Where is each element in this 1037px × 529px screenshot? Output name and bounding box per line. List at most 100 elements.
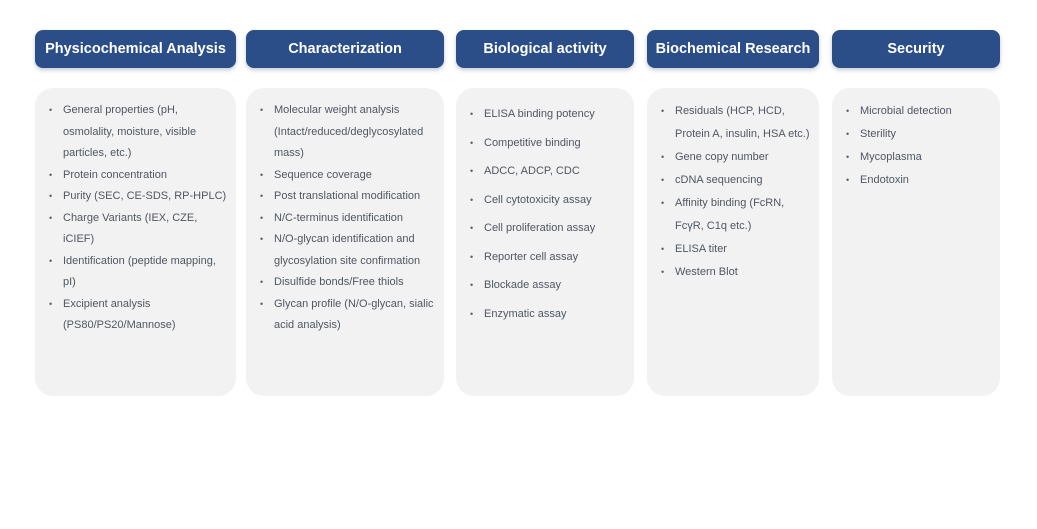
list-item: •Cell cytotoxicity assay <box>456 186 626 215</box>
item-list: • General properties (pH, osmolality, moi… <box>35 100 228 337</box>
column-header: Biological activity <box>456 30 634 68</box>
list-item: • Blockade assay <box>456 271 626 300</box>
list-item: • Disulfide bonds/Free thiols <box>246 272 436 294</box>
list-item: • ELISA binding potency <box>456 100 626 129</box>
list-item-text: Residuals (HCP, HCD, Protein A, insulin,… <box>675 105 810 140</box>
column-title: Physicochemical Analysis <box>45 41 226 57</box>
bullet-icon: • <box>846 106 850 116</box>
bullet-icon: • <box>470 109 474 119</box>
column-title: Biochemical Research <box>655 41 811 57</box>
bullet-icon: • <box>470 280 474 290</box>
list-item-text: Cell proliferation assay <box>484 222 596 234</box>
bullet-icon: • <box>470 251 474 262</box>
bullet-icon: • <box>49 255 53 266</box>
list-item-text: Protein concentration <box>63 168 167 181</box>
column-title: Biological activity <box>483 41 607 57</box>
list-item-text: ELISA titer <box>675 243 727 255</box>
list-item-text: Affinity binding (FcRN, FcγR, C1q etc.) <box>675 197 785 232</box>
column-body: • Residuals (HCP, HCD, Protein A, insulin… <box>647 88 819 396</box>
list-item-text: N/O-glycan identification and glycosylat… <box>274 233 421 267</box>
bullet-icon: • <box>846 129 850 139</box>
bullet-icon: • <box>470 166 474 176</box>
list-item: •Protein concentration <box>35 165 228 187</box>
bullet-icon: • <box>49 191 53 201</box>
list-item: • Mycoplasma <box>832 146 992 169</box>
bullet-icon: • <box>260 234 264 244</box>
item-list: • Residuals (HCP, HCD, Protein A, insulin… <box>647 100 811 284</box>
list-item: • General properties (pH, osmolality, moi… <box>35 100 228 165</box>
list-item-text: Post translational modification <box>274 190 421 202</box>
list-item: • Sterility <box>832 123 992 146</box>
list-item-text: Western Blot <box>675 266 738 278</box>
list-item-text: Molecular weight analysis (Intact/reduce… <box>274 104 424 159</box>
bullet-icon: • <box>846 175 850 185</box>
column-body: • Molecular weight analysis (Intact/reduc… <box>246 88 444 396</box>
list-item-text: Charge Variants (IEX, CZE, iCIEF) <box>63 211 198 246</box>
list-item-text: Purity (SEC, CE-SDS, RP-HPLC) <box>63 190 227 202</box>
bullet-icon: • <box>661 244 665 254</box>
column-title: Characterization <box>288 41 402 57</box>
list-item-text: Microbial detection <box>860 105 952 117</box>
list-item-text: Sequence coverage <box>274 168 372 181</box>
column-title: Security <box>887 41 945 57</box>
list-item: •Enzymatic assay <box>456 300 626 329</box>
list-item: • Molecular weight analysis (Intact/reduc… <box>246 100 436 165</box>
list-item: • Charge Variants (IEX, CZE, iCIEF) <box>35 208 228 251</box>
column-biological-activity: Biological activity • ELISA binding poten… <box>456 30 634 396</box>
bullet-icon: • <box>260 212 264 223</box>
list-item-text: Blockade assay <box>484 279 562 291</box>
column-characterization: Characterization • Molecular weight analy… <box>246 30 444 396</box>
list-item: • Sequence coverage <box>246 165 436 187</box>
column-security: Security •Microbial detection•Sterility•… <box>832 30 1000 396</box>
column-header: Characterization <box>246 30 444 68</box>
list-item: • Reporter cell assay <box>456 243 626 272</box>
bullet-icon: • <box>470 223 474 233</box>
list-item: • ADCC, ADCP, CDC <box>456 157 626 186</box>
bullet-icon: • <box>260 277 264 287</box>
item-list: • Molecular weight analysis (Intact/reduc… <box>246 100 436 337</box>
column-biochemical-research: Biochemical Research • Residuals (HCP, HC… <box>647 30 819 396</box>
list-item: • Post translational modification <box>246 186 436 208</box>
list-item-text: Excipient analysis (PS80/PS20/Mannose) <box>63 297 176 332</box>
list-item: •Endotoxin <box>832 169 992 192</box>
list-item-text: ELISA binding potency <box>484 108 595 120</box>
column-header: Security <box>832 30 1000 68</box>
list-item: •Glycan profile (N/O-glycan, sialic acid… <box>246 294 436 337</box>
bullet-icon: • <box>260 191 264 201</box>
list-item: • Excipient analysis (PS80/PS20/Mannose) <box>35 294 228 337</box>
list-item: • Residuals (HCP, HCD, Protein A, insulin… <box>647 100 811 146</box>
item-list: • Microbial detection • Sterility • Mycoplasm… <box>832 100 992 192</box>
list-item-text: Sterility <box>860 128 897 140</box>
bullet-icon: • <box>49 212 53 223</box>
list-item: • N/C-terminus identification <box>246 208 436 230</box>
list-item: •Gene copy number <box>647 146 811 169</box>
list-item-text: General properties (pH, osmolality, mois… <box>63 104 197 159</box>
list-item-text: Disulfide bonds/Free thiols <box>274 276 404 288</box>
list-item: • cDNA sequencing <box>647 169 811 192</box>
list-item: • Purity (SEC, CE-SDS, RP-HPLC) <box>35 186 228 208</box>
list-item-text: Reporter cell assay <box>484 250 579 263</box>
list-item: • Western Blot <box>647 261 811 284</box>
bullet-icon: • <box>846 152 850 162</box>
list-item: •Affinity binding (FcRN, FcγR, C1q etc.) <box>647 192 811 238</box>
item-list: •ELISA binding potency•Competitive bindi… <box>456 100 626 328</box>
bullet-icon: • <box>49 105 53 115</box>
list-item: • ELISA titer <box>647 238 811 261</box>
bullet-icon: • <box>49 298 53 309</box>
columns-row: Physicochemical Analysis • General proper… <box>35 30 1000 396</box>
list-item-text: Mycoplasma <box>860 151 922 163</box>
list-item-text: cDNA sequencing <box>675 174 763 186</box>
bullet-icon: • <box>661 267 665 277</box>
list-item-text: N/C-terminus identification <box>274 211 403 224</box>
list-item-text: ADCC, ADCP, CDC <box>484 165 580 177</box>
column-body: • General properties (pH, osmolality, moi… <box>35 88 236 396</box>
bullet-icon: • <box>661 106 665 116</box>
column-body: • Microbial detection • Sterility • Mycoplasm… <box>832 88 1000 396</box>
bullet-icon: • <box>470 137 474 148</box>
list-item: •Identification (peptide mapping, pI) <box>35 251 228 294</box>
list-item-text: Glycan profile (N/O-glycan, sialic acid … <box>274 297 434 332</box>
bullet-icon: • <box>260 169 264 180</box>
bullet-icon: • <box>661 175 665 185</box>
bullet-icon: • <box>260 105 264 115</box>
